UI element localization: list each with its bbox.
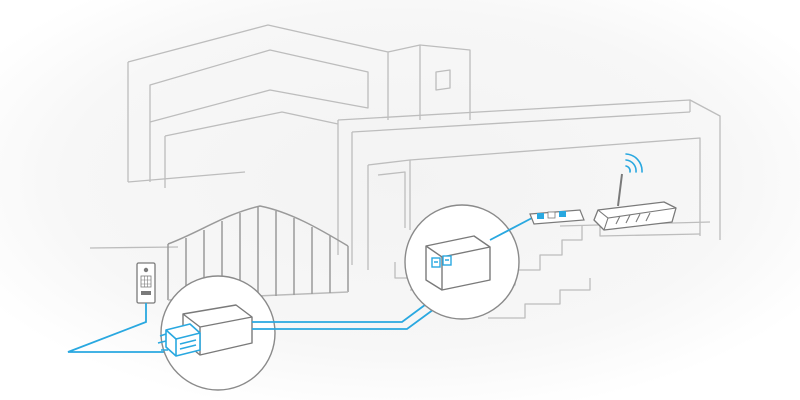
wifi-icon bbox=[625, 153, 643, 173]
magnifier-poe-adapter bbox=[404, 204, 520, 320]
network-switch-icon bbox=[529, 209, 585, 225]
router-icon bbox=[593, 173, 677, 231]
door-station-icon bbox=[136, 262, 156, 304]
magnifier-poe-connector bbox=[157, 275, 276, 391]
rj45-connector-icon bbox=[157, 323, 201, 357]
router-cable bbox=[489, 217, 533, 241]
poe-injector-icon bbox=[425, 235, 491, 291]
ethernet-port-icon bbox=[431, 255, 452, 268]
door-station-cable bbox=[67, 303, 182, 353]
